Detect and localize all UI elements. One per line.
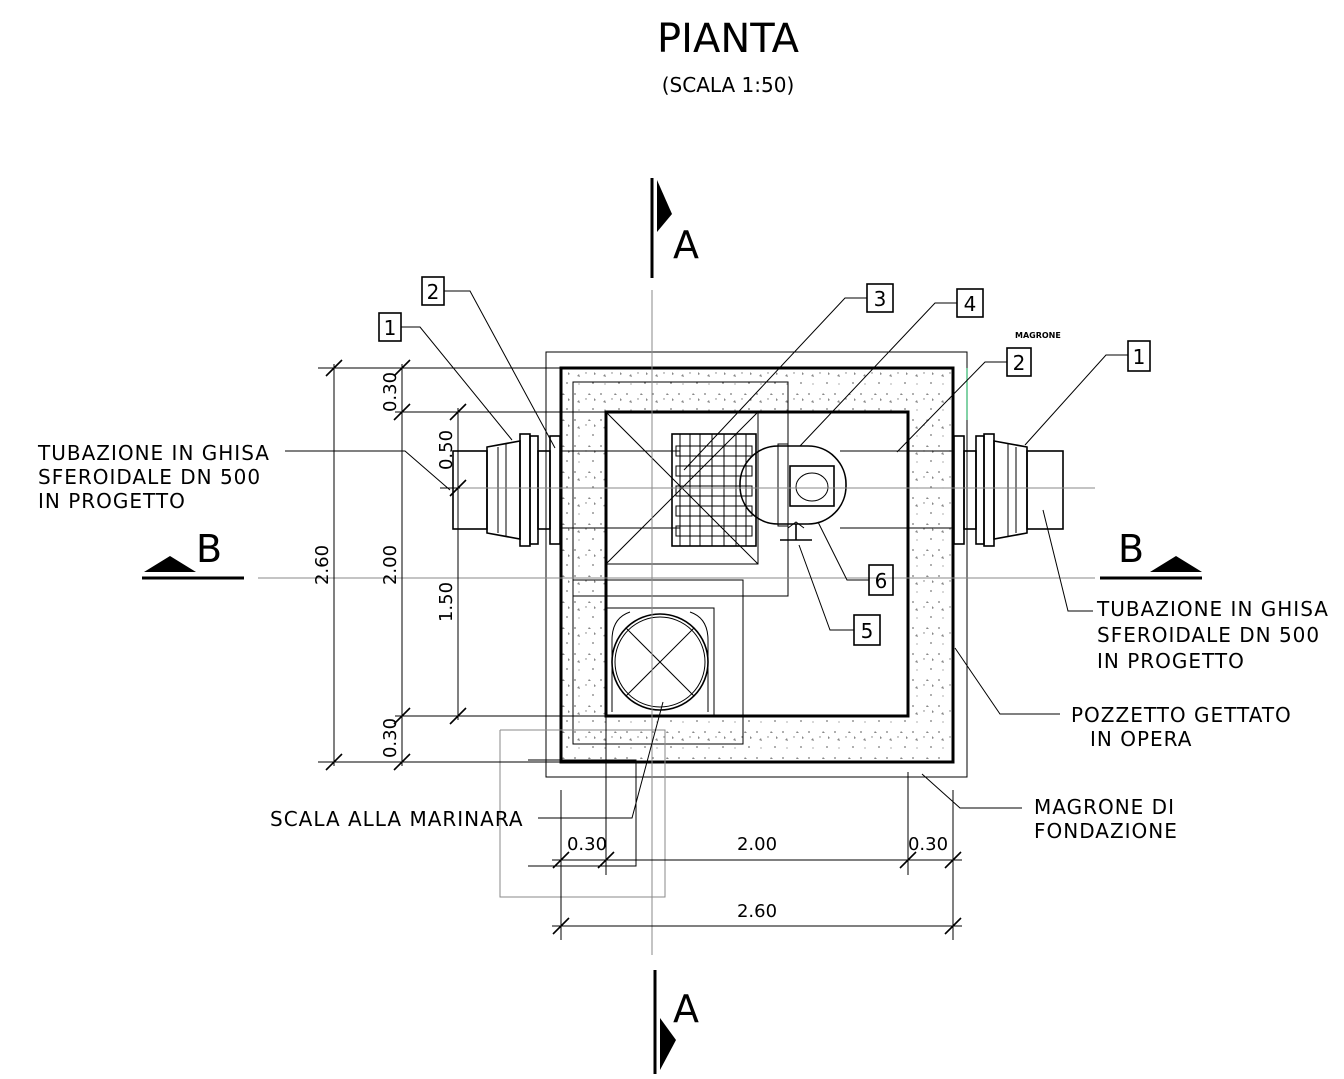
callout-1-left-label: 1	[384, 316, 397, 340]
dim-h-left-wall: 0.30	[567, 834, 607, 855]
leader-pipe-left	[285, 450, 451, 491]
pozzetto-outer-wall	[559, 366, 955, 764]
pipe-right-line1: TUBAZIONE IN GHISA	[1096, 597, 1329, 621]
scala-outline	[499, 729, 666, 898]
leader-pipe-right	[1042, 509, 1093, 612]
dim-v-050: 0.50	[436, 430, 457, 470]
section-b-left-label: B	[196, 527, 222, 571]
callout-3	[683, 283, 894, 471]
manhole-x2	[625, 627, 695, 697]
dim-h-right-wall: 0.30	[908, 834, 948, 855]
section-a-bottom-marker	[653, 970, 676, 1074]
scala-label: SCALA ALLA MARINARA	[270, 807, 524, 831]
page-subtitle: (SCALA 1:50)	[662, 73, 795, 97]
dim-v-top-wall: 0.30	[380, 372, 401, 412]
callout-5	[798, 544, 881, 646]
horizontal-dimensions	[552, 716, 962, 940]
pozzetto-line1: POZZETTO GETTATO	[1071, 703, 1292, 727]
callout-4-label: 4	[964, 292, 977, 316]
callout-1-right-label: 1	[1133, 345, 1146, 369]
concrete-walls	[561, 368, 953, 762]
callout-1-right	[1024, 340, 1151, 446]
callout-2-right-label: 2	[1013, 351, 1026, 375]
ladder-rail-right	[689, 611, 709, 712]
dim-v-150: 1.50	[436, 582, 457, 622]
gate-valve	[671, 433, 757, 547]
dim-h-total: 2.60	[737, 901, 777, 922]
page-title: PIANTA	[657, 16, 800, 62]
leader-magrone	[921, 773, 1022, 809]
callout-2-left	[421, 276, 556, 449]
dim-v-bottom-wall: 0.30	[380, 718, 401, 758]
leader-scala	[538, 701, 664, 819]
magrone-line2: FONDAZIONE	[1034, 819, 1178, 843]
pipe-right-line3: IN PROGETTO	[1097, 649, 1245, 673]
callout-2-right	[896, 347, 1032, 453]
handwheel	[780, 521, 812, 541]
ladder-rail-left	[611, 611, 631, 712]
pipe-left-line3: IN PROGETTO	[38, 489, 186, 513]
pozzetto-line2: IN OPERA	[1090, 727, 1192, 751]
leader-pozzetto	[954, 647, 1060, 715]
dim-v-inner: 2.00	[380, 545, 401, 585]
section-a-top-label: A	[673, 223, 699, 267]
dim-v-total: 2.60	[312, 545, 333, 585]
vertical-dimensions	[318, 359, 606, 771]
right-pipe-joint	[953, 433, 1064, 547]
pipe-left-line1: TUBAZIONE IN GHISA	[37, 441, 270, 465]
callout-6-label: 6	[875, 569, 888, 593]
manhole-cover-inner	[614, 616, 706, 708]
callout-3-label: 3	[874, 287, 887, 311]
section-a-bottom-label: A	[673, 987, 699, 1031]
callout-5-label: 5	[861, 619, 874, 643]
callout-4	[799, 288, 984, 447]
callout-2-left-label: 2	[427, 280, 440, 304]
callout-1-left	[378, 312, 513, 441]
magrone-outline	[545, 351, 968, 778]
scala-inner-outline	[528, 759, 637, 867]
dim-h-inner: 2.00	[737, 834, 777, 855]
callout-6	[817, 521, 894, 596]
pipe-right-line2: SFEROIDALE DN 500	[1097, 623, 1320, 647]
manhole-frame	[605, 607, 715, 717]
section-b-right-marker	[1100, 556, 1202, 580]
pipe-left-line2: SFEROIDALE DN 500	[38, 465, 261, 489]
magrone-line1: MAGRONE DI	[1034, 795, 1175, 819]
section-b-left-marker	[142, 556, 244, 580]
lower-opening-outline	[572, 579, 744, 745]
section-b-right-label: B	[1118, 527, 1144, 571]
left-pipe-joint	[452, 433, 561, 547]
magrone-tag: MAGRONE	[1015, 331, 1061, 340]
section-a-top-marker	[650, 178, 672, 278]
